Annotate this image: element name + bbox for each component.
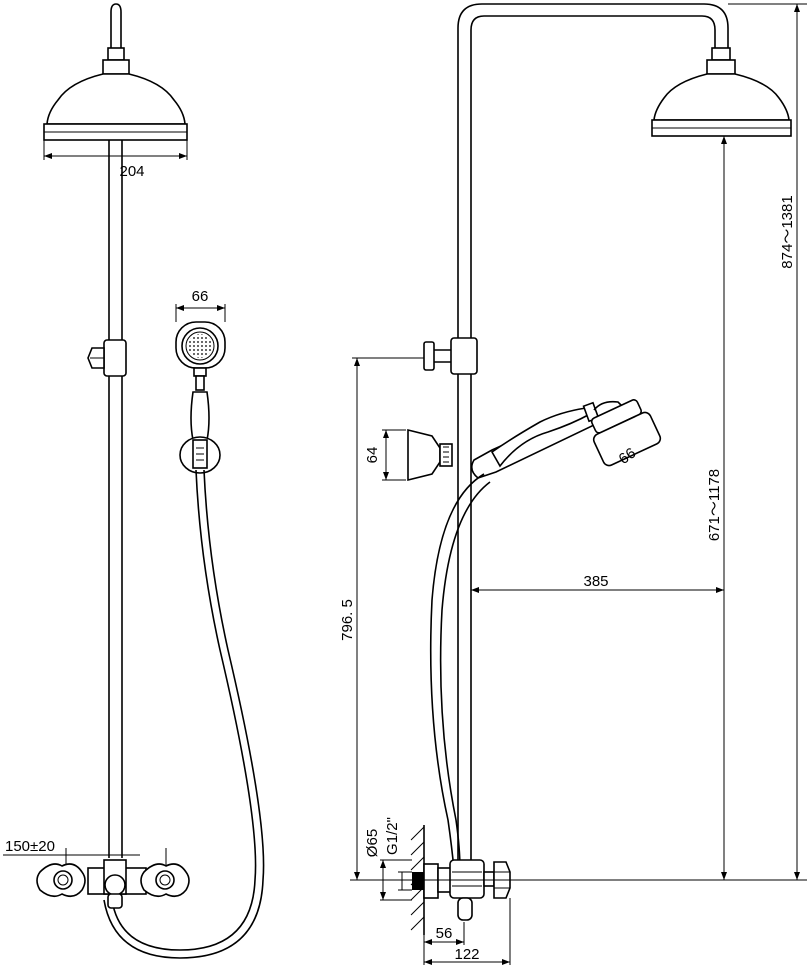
side-left-dims: Ø65 G1/2" (364, 817, 412, 901)
dim-total-depth: 122 (454, 946, 479, 963)
dim-arm-reach: 385 (583, 573, 608, 590)
front-hand-shower-holes (188, 334, 212, 358)
front-head-collar (102, 59, 130, 75)
dim-head-diameter: 204 (119, 163, 144, 180)
front-mixer: 150±20 (3, 838, 190, 909)
dim-thread: G1/2" (384, 817, 401, 855)
side-height-dims: 796. 5 385 671～1178 874～1381 (339, 3, 807, 881)
front-hand-shower: 66 (175, 288, 226, 474)
side-hand-shower: 64 66 (364, 399, 662, 482)
front-top-pipe (110, 3, 122, 50)
side-shower-head (653, 73, 790, 121)
side-view: 64 66 (339, 3, 807, 965)
dim-hand-holder-height: 64 (364, 447, 381, 464)
dim-total-range: 874～1381 (779, 195, 796, 268)
side-riser-inner (470, 15, 716, 860)
side-bottom-dims: 56 122 (423, 898, 511, 965)
front-head-nut (107, 47, 125, 61)
side-hose (429, 473, 485, 871)
front-hose (111, 469, 257, 951)
side-slider (450, 337, 478, 375)
dim-hand-shower-width: 66 (192, 288, 209, 305)
front-view: 204 66 (3, 3, 265, 959)
dim-center-distance: 150±20 (5, 838, 55, 855)
dim-holder-height: 796. 5 (339, 599, 356, 641)
front-slider (103, 339, 127, 377)
side-mixer (412, 859, 511, 921)
side-riser-outer (457, 3, 729, 860)
dim-mixer-depth: 56 (436, 925, 453, 942)
dim-escutcheon: Ø65 (364, 829, 381, 857)
dim-hand-shower-head: 66 (616, 445, 639, 468)
dim-slide-range: 671～1178 (706, 469, 723, 541)
front-shower-head (46, 73, 186, 125)
